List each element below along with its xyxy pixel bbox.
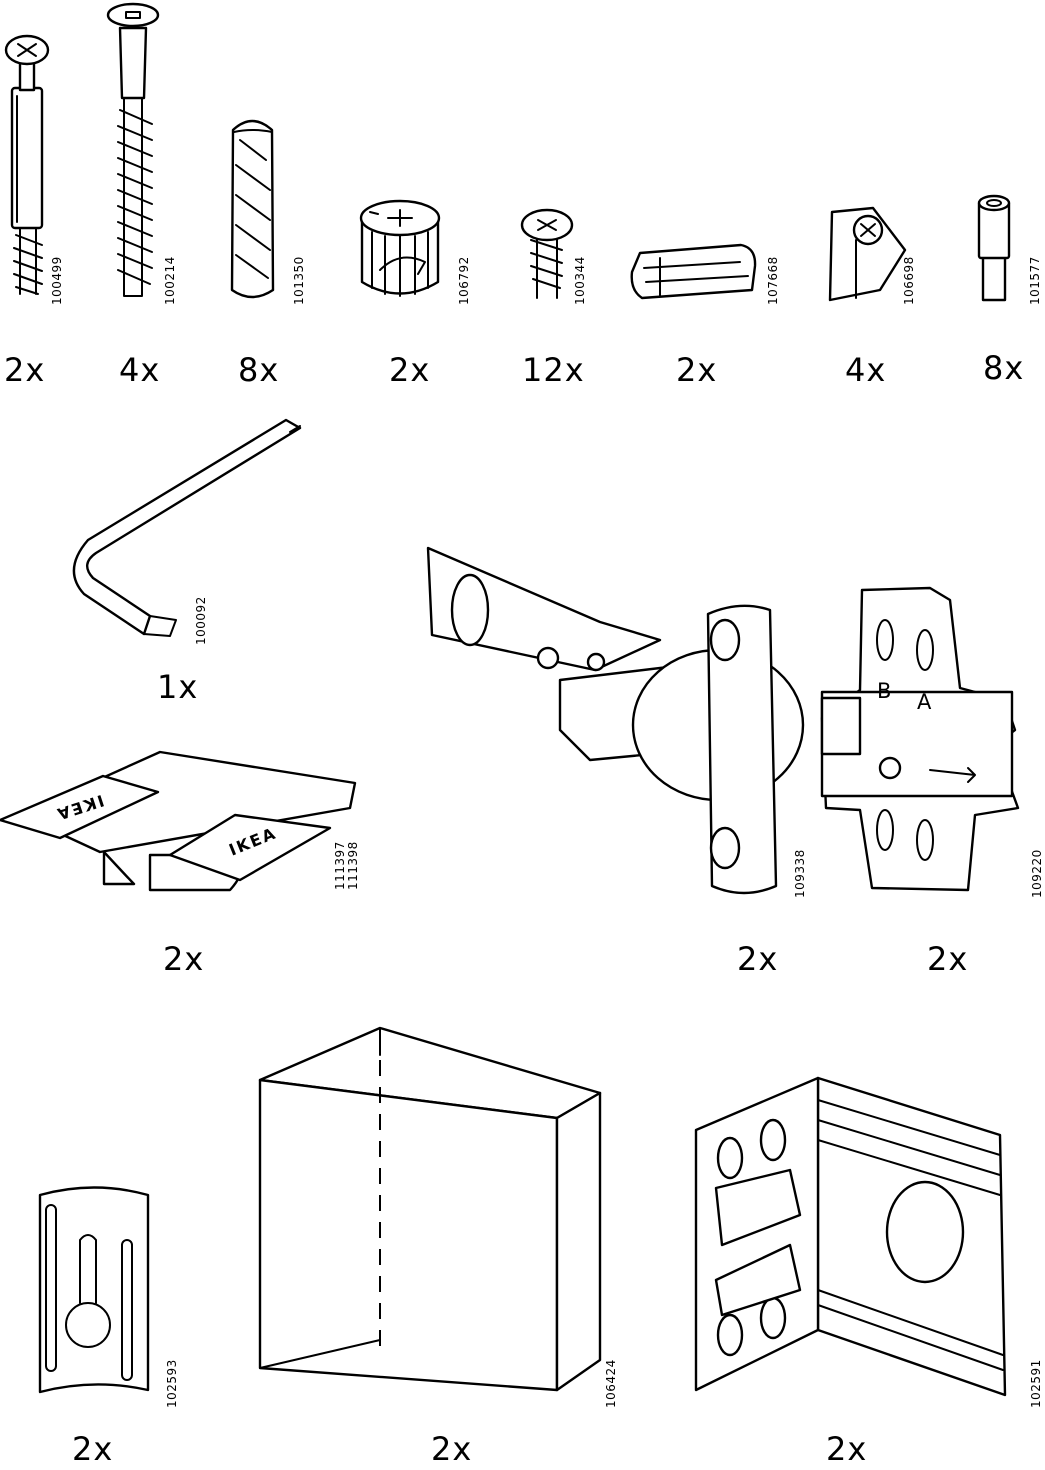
plastic-clip-drawing [630,243,757,300]
part-number-text: 101577 [1028,256,1042,305]
quantity-hinge: 2x [737,940,779,978]
quantity-keyhole-hanger: 2x [72,1430,114,1468]
allen-key-drawing [72,418,302,637]
part-number-text: 100499 [50,256,64,305]
quantity-shelf-pin: 8x [983,349,1025,387]
part-number-text: 100214 [163,256,177,305]
part-number-text: 106698 [902,256,916,305]
keyhole-hanger-drawing [38,1186,150,1394]
quantity-cam-lock: 2x [389,351,431,389]
mounting-plate-label-b: B [877,679,892,703]
corner-block-drawing [258,1026,602,1392]
cam-bolt-drawing [4,34,50,295]
part-number-text: 109338 [793,849,807,898]
mounting-plate-drawing [820,586,1020,892]
part-number-text: 100344 [573,256,587,305]
part-number-text: 107668 [766,256,780,305]
long-screw-drawing [106,2,160,297]
quantity-allen-key: 1x [157,668,199,706]
quantity-mounting-plate: 2x [927,940,969,978]
quantity-wood-dowel: 8x [238,351,280,389]
part-number-text: 111397 111398 [333,841,360,890]
quantity-plastic-clip: 2x [676,351,718,389]
part-number-text: 106792 [457,256,471,305]
quantity-angle-bracket: 2x [826,1430,868,1468]
quantity-cam-bolt: 2x [4,351,46,389]
part-number-text: 102591 [1029,1359,1043,1408]
part-number-text: 101350 [292,256,306,305]
part-number-text: 100092 [194,596,208,645]
small-screw-drawing [520,208,574,299]
quantity-corner-bracket: 4x [845,351,887,389]
quantity-suspension-plate: 2x [163,940,205,978]
part-number-text: 106424 [604,1359,618,1408]
wood-dowel-drawing [230,119,275,299]
part-number-text: 102593 [165,1359,179,1408]
quantity-corner-block: 2x [431,1430,473,1468]
quantity-long-screw: 4x [119,351,161,389]
cam-lock-drawing [359,199,441,297]
shelf-pin-drawing [977,194,1011,302]
mounting-plate-label-a: A [917,690,932,714]
corner-bracket-drawing [828,206,907,302]
part-number-text: 109220 [1030,849,1044,898]
suspension-plate-drawing [0,750,357,892]
angle-bracket-drawing [694,1076,1007,1397]
hinge-drawing [426,546,805,895]
quantity-small-screw: 12x [522,351,585,389]
